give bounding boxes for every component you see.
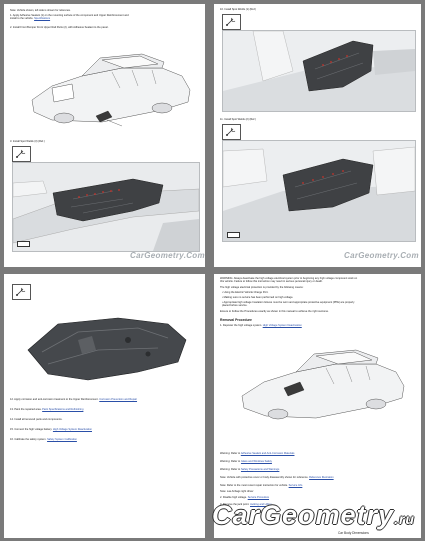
list-intro: The high voltage electrical protection i… xyxy=(220,286,304,289)
warning-3-link[interactable]: Safety Precautions and Warnings xyxy=(240,468,280,471)
step-10-text: 10. Install Spot Welds (1) (Ref.) xyxy=(220,8,257,11)
highlighted-part xyxy=(95,110,113,123)
bullet-2: • Making sure no service has been perfor… xyxy=(222,296,294,299)
watermark-logo: CarGeometry.ru xyxy=(212,500,415,530)
corrosion-link[interactable]: Corrosion Prevention and Repair xyxy=(99,398,138,401)
warning-3: Warning: Refer to Safety Precautions and… xyxy=(220,468,280,471)
step-12-text: 12. Apply corrosion and anti-corrosion t… xyxy=(10,398,138,401)
note-2: Note: Vehicle with protective cover or b… xyxy=(220,476,334,479)
bullet-1: • Using the Electric Vehicle Charge Port… xyxy=(222,291,269,294)
spot-weld-photo-b xyxy=(222,140,416,242)
bullet-3: • Appropriate high voltage Insulation Gl… xyxy=(222,301,355,304)
step-16-text: 16. Calibrate the safety system. Safety … xyxy=(10,438,77,441)
note-4: Note: Las Airbags right driver xyxy=(220,490,254,493)
warning-1-link[interactable]: Adhesive Sealant and Anti-Corrosion Mate… xyxy=(240,452,295,455)
scale-bar-icon xyxy=(227,232,240,238)
step-1-text-cont: install to the vehicle. Specifications xyxy=(10,17,51,20)
hv-reactivation-link[interactable]: High Voltage System Reactivation xyxy=(52,428,92,431)
step-14-text: 14. Install all removed parts and compon… xyxy=(10,418,63,421)
note-2-link[interactable]: Reference Illustration xyxy=(309,476,334,479)
bullet-3-cont: placed before service. xyxy=(222,304,248,307)
wrench-icon xyxy=(222,14,241,30)
manual-page-4: WARNING: Always deactivate the high volt… xyxy=(214,274,421,538)
manual-page-1: Note: Vehicle shown, left side is shown … xyxy=(4,4,205,267)
warning-2: Warning: Refer to Glass and Windows Safe… xyxy=(220,460,272,463)
paint-link[interactable]: Paint Specifications and Refinishing xyxy=(42,408,84,411)
removal-step-2: 2. Disable high voltage. Service Procedu… xyxy=(220,496,270,499)
scale-bar-icon xyxy=(17,241,30,247)
manual-page-3: 12. Apply corrosion and anti-corrosion t… xyxy=(4,274,205,538)
watermark-small: CarGeometry.Com xyxy=(344,251,419,260)
procedure-note: Ensure to Follow the Procedures exactly … xyxy=(220,310,329,313)
vehicle-overview-illustration xyxy=(241,349,405,420)
warning-line-1: WARNING: Always deactivate the high volt… xyxy=(220,277,358,280)
calibration-link[interactable]: Safety System Calibration xyxy=(47,438,77,441)
warning-1: Warning: Refer to Adhesive Sealant and A… xyxy=(220,452,295,455)
step-15-text: 15. Connect the high voltage battery. Hi… xyxy=(10,428,92,431)
warning-line-2: this vehicle. Failure to follow this ins… xyxy=(220,280,323,283)
removal-step-3: 3. Remove the jack point. Jacking and Li… xyxy=(220,503,272,506)
section-heading: Removal Procedure xyxy=(220,318,252,322)
manual-page-2: 10. Install Spot Welds (1) (Ref.) 11. In… xyxy=(214,4,421,267)
reinforcement-part-illustration xyxy=(27,317,187,381)
step-11-text: 11. Install Spot Welds (2) (Ref.) xyxy=(220,118,256,121)
spot-weld-photo xyxy=(12,162,200,252)
spot-weld-photo-a xyxy=(222,30,416,112)
highlighted-part xyxy=(283,381,305,397)
intro-text: Note: Vehicle shown, left side is shown … xyxy=(10,9,71,12)
step-2-text: 2. Install Front Bumper Front Upper Rail… xyxy=(10,26,109,29)
removal-step-1: 1. Depower the high voltage system. High… xyxy=(220,324,302,327)
note-3-link[interactable]: Service Info xyxy=(288,484,303,487)
note-3: Note: Refer to the most recent repair in… xyxy=(220,484,303,487)
hv-deactivation-link[interactable]: High Voltage System Deactivation xyxy=(262,324,302,327)
wrench-icon xyxy=(222,124,241,140)
warning-2-link[interactable]: Glass and Windows Safety xyxy=(240,460,272,463)
step-3-text: 3. Install Spot Welds (3) (Ref.) xyxy=(10,140,45,143)
step-13-text: 13. Paint the repaired area. Paint Speci… xyxy=(10,408,84,411)
jacking-link[interactable]: Jacking and Lifting xyxy=(250,503,272,506)
step-1-text: 1. Apply Adhesive Sealant (1) on the mou… xyxy=(10,14,129,17)
watermark-small: CarGeometry.Com xyxy=(130,251,205,260)
wrench-icon xyxy=(12,146,31,162)
service-procedure-link[interactable]: Service Procedure xyxy=(247,496,270,499)
wrench-icon xyxy=(12,284,31,300)
specifications-link[interactable]: Specifications xyxy=(34,17,51,20)
vehicle-overview-illustration xyxy=(31,53,191,127)
watermark-subtitle: Car Body Dimensions xyxy=(338,531,369,535)
